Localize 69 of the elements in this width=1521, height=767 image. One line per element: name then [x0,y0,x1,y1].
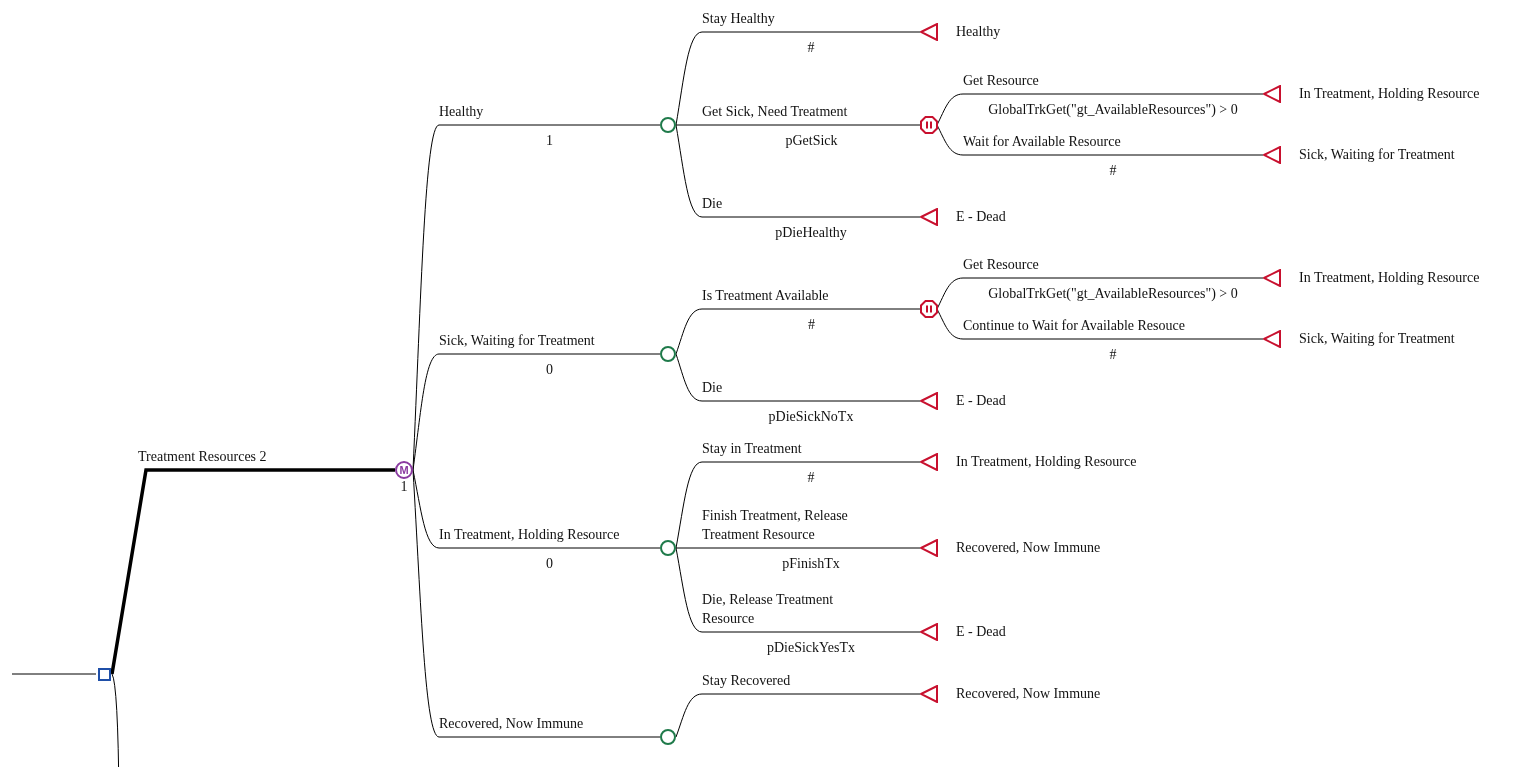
probability-label: 0 [546,361,553,379]
branch-label: Get Sick, Need Treatment [702,103,848,121]
probability-label: GlobalTrkGet("gt_AvailableResources") > 0 [988,285,1238,303]
branch-line [675,547,921,549]
terminal-label: Sick, Waiting for Treatment [1299,331,1455,347]
branch-label: Die [702,379,723,397]
probability-label: pGetSick [785,132,838,150]
decision-node [97,667,111,681]
terminal-label: In Treatment, Holding Resource [1299,270,1480,286]
terminal-label: Recovered, Now Immune [956,540,1101,556]
branch-label: Stay Recovered [702,672,791,690]
markov-node: M [395,461,413,479]
chance-node [660,729,676,745]
probability-label: 1 [400,478,408,496]
branch-line [675,353,921,402]
branch-label: Sick, Waiting for Treatment [439,332,595,350]
terminal-label: In Treatment, Holding Resource [956,454,1137,470]
branch-line [936,277,1264,310]
branch-line [110,468,395,675]
probability-label: # [807,39,815,57]
branch-line [675,124,922,126]
branch-line [675,124,921,218]
branch-line [11,673,97,675]
branch-label: Healthy [439,103,484,121]
probability-label: pDieSickYesTx [767,639,855,657]
chance-node [660,117,676,133]
branch-label: Finish Treatment, Release Treatment Resource [702,507,849,544]
branch-line [675,461,921,549]
terminal-label: E - Dead [956,393,1006,409]
branch-line [675,31,921,126]
branch-line [675,693,921,738]
terminal-label: Recovered, Now Immune [956,686,1101,702]
branch-label: Stay Healthy [702,10,775,28]
branch-label: Is Treatment Available [702,287,829,305]
probability-label: # [807,469,815,487]
probability-label: # [1109,162,1117,180]
chance-node [660,540,676,556]
branch-line [675,547,921,633]
branch-label: Die, Release Treatment Resource [702,591,835,628]
chance-node [660,346,676,362]
terminal-label: In Treatment, Holding Resource [1299,86,1480,102]
branch-label: Continue to Wait for Available Resouce [963,317,1185,335]
terminal-label: E - Dead [956,209,1006,225]
probability-label: pDieSickNoTx [768,408,854,426]
pause-node [920,300,938,318]
terminal-label: Healthy [956,24,1001,40]
probability-label: GlobalTrkGet("gt_AvailableResources") > 0 [988,101,1238,119]
probability-label: 1 [546,132,553,150]
branch-label: Recovered, Now Immune [439,715,584,733]
branch-line [675,308,922,355]
branch-line [936,93,1264,126]
branch-label: Get Resource [963,256,1039,274]
terminal-label: Sick, Waiting for Treatment [1299,147,1455,163]
branch-line [936,308,1264,340]
pause-node [920,116,938,134]
branch-label: Wait for Available Resource [963,133,1121,151]
branch-label: In Treatment, Holding Resource [439,526,620,544]
branch-label: Die [702,195,723,213]
probability-label: # [1109,346,1117,364]
branch-line [936,124,1264,156]
probability-label: pFinishTx [782,555,840,573]
branch-label: Get Resource [963,72,1039,90]
branch-line [111,673,120,767]
terminal-label: E - Dead [956,624,1006,640]
probability-label: pDieHealthy [775,224,847,242]
probability-label: # [808,316,815,334]
branch-label: Treatment Resources 2 [138,448,267,466]
branch-label: Stay in Treatment [702,440,802,458]
probability-label: 0 [546,555,553,573]
